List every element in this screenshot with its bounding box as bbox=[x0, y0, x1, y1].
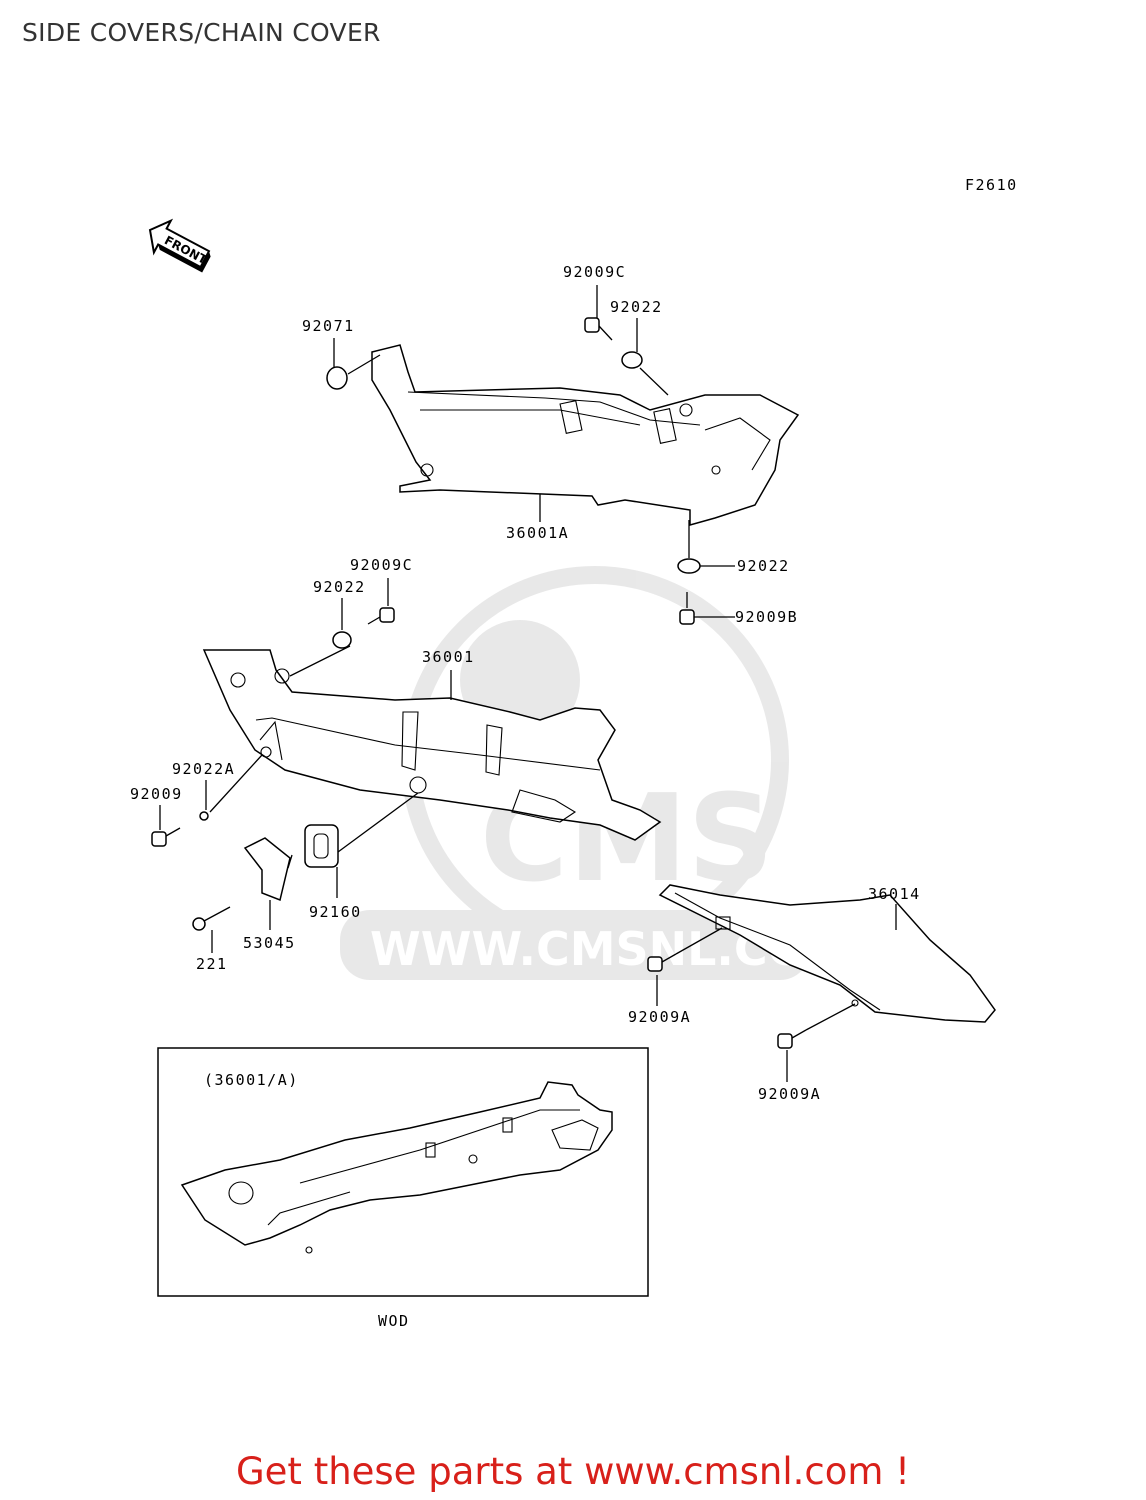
label-92009A-2: 92009A bbox=[758, 1085, 821, 1103]
label-36001A: 36001A bbox=[506, 524, 569, 542]
bolt-92009-icon bbox=[151, 827, 181, 847]
promo-link[interactable]: Get these parts at www.cmsnl.com ! bbox=[235, 1450, 910, 1493]
chain-cover-36014 bbox=[658, 884, 996, 1023]
label-92160: 92160 bbox=[309, 903, 362, 921]
label-36001: 36001 bbox=[422, 648, 475, 666]
front-arrow-icon: FRONT bbox=[148, 218, 211, 273]
page-title: SIDE COVERS/CHAIN COVER bbox=[22, 18, 381, 47]
label-92009B: 92009B bbox=[735, 608, 798, 626]
label-92022-top: 92022 bbox=[610, 298, 663, 316]
inset-cover-36001-A bbox=[180, 1081, 613, 1254]
label-92009: 92009 bbox=[130, 785, 183, 803]
label-92022A: 92022A bbox=[172, 760, 235, 778]
inset-caption: WOD bbox=[378, 1312, 410, 1330]
figure-code: F2610 bbox=[965, 176, 1018, 194]
washer-92022-top-icon bbox=[621, 351, 643, 369]
side-cover-36001A bbox=[371, 344, 800, 526]
inset-box: (36001/A) WOD bbox=[157, 1047, 649, 1330]
screw-221-icon bbox=[192, 906, 231, 931]
washer-92022-mid-icon bbox=[332, 631, 352, 649]
bolt-92009C-mid-icon bbox=[367, 607, 395, 625]
label-92009C-mid: 92009C bbox=[350, 556, 413, 574]
grommet-92071-icon bbox=[326, 366, 348, 390]
side-cover-36001 bbox=[202, 649, 662, 841]
grommet-92022A-icon bbox=[199, 811, 209, 821]
bolt-92009A-1-icon bbox=[647, 953, 677, 972]
bolt-92009A-2-icon bbox=[777, 1029, 807, 1049]
fasteners bbox=[151, 317, 807, 1049]
label-92009C-top: 92009C bbox=[563, 263, 626, 281]
label-221: 221 bbox=[196, 955, 228, 973]
label-92071: 92071 bbox=[302, 317, 355, 335]
leader-lines bbox=[159, 285, 897, 1082]
inset-label: (36001/A) bbox=[204, 1071, 299, 1089]
clip-53045-icon bbox=[243, 837, 291, 902]
damper-92160-icon bbox=[304, 824, 339, 868]
label-53045: 53045 bbox=[243, 934, 296, 952]
part-labels: 92009C 92022 92071 36001A 92022 92009B 9… bbox=[130, 263, 921, 1103]
washer-92022-right-icon bbox=[677, 558, 701, 574]
label-92022-mid: 92022 bbox=[313, 578, 366, 596]
bolt-92009C-top-icon bbox=[584, 317, 613, 341]
label-92009A-1: 92009A bbox=[628, 1008, 691, 1026]
label-92022-right: 92022 bbox=[737, 557, 790, 575]
label-36014: 36014 bbox=[868, 885, 921, 903]
